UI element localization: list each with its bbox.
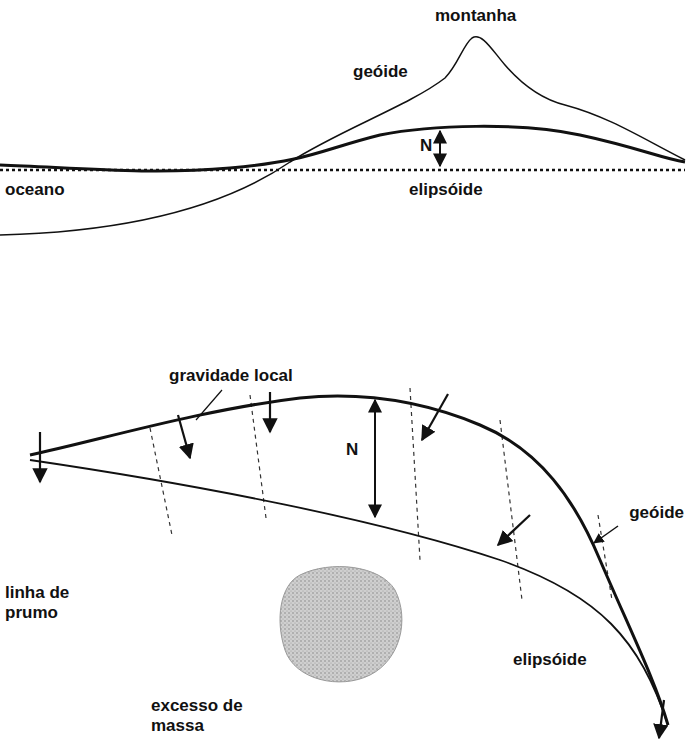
label-text: excesso de massa bbox=[150, 696, 244, 735]
leader-line bbox=[594, 526, 618, 543]
leader-line bbox=[196, 390, 222, 420]
label-text: elipsóide bbox=[408, 180, 484, 200]
label-text: linha de prumo bbox=[4, 583, 88, 622]
ellipsoid-curve bbox=[30, 460, 668, 725]
geoid-curve bbox=[30, 396, 668, 725]
label-text: geóide bbox=[628, 503, 685, 523]
label-text: elipsóide bbox=[512, 650, 588, 670]
undulation-arrow bbox=[439, 131, 441, 166]
gravity-arrows bbox=[40, 392, 664, 738]
label-text: montanha bbox=[434, 6, 517, 26]
label-text: oceano bbox=[4, 180, 66, 200]
ellipsoid-normals bbox=[150, 388, 612, 600]
label-text: geóide bbox=[352, 62, 409, 82]
mass-excess-blob bbox=[280, 567, 402, 682]
label-text: gravidade local bbox=[168, 366, 294, 386]
topography-curve bbox=[0, 37, 685, 235]
undulation-arrow bbox=[374, 400, 376, 517]
label-text: N bbox=[345, 440, 359, 460]
label-text: N bbox=[419, 136, 433, 156]
